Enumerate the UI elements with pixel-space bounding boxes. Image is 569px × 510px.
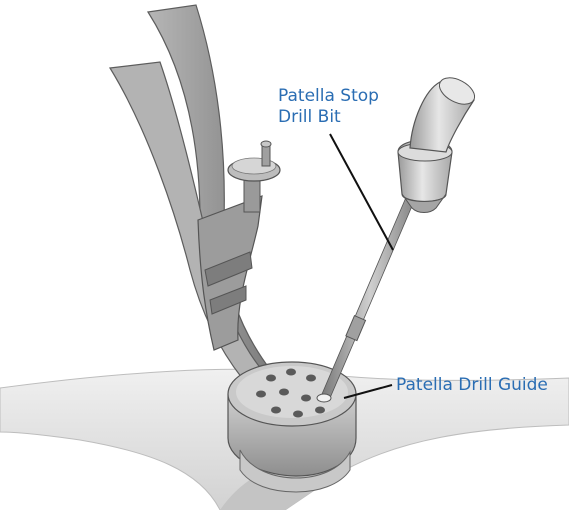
label-line-1: Patella Stop	[278, 86, 379, 107]
knob-post	[244, 178, 260, 212]
label-patella-drill-guide: Patella Drill Guide	[396, 375, 548, 396]
label-patella-stop-drill-bit: Patella Stop Drill Bit	[278, 86, 379, 128]
leader-line-drill-bit	[330, 134, 393, 250]
label-line-2: Drill Bit	[278, 107, 379, 128]
